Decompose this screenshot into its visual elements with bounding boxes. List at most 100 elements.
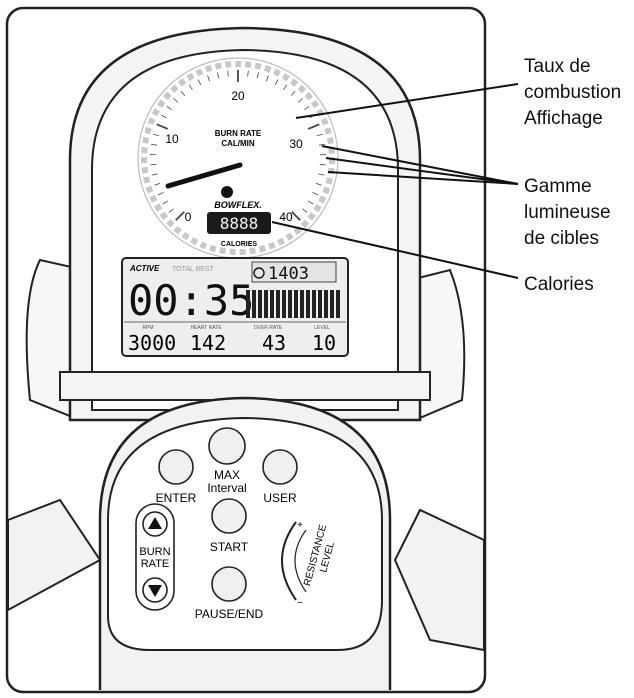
burn-rate-gauge: 0 10 20 30 40 BURN RATE CAL/MIN BOWFLEX.… (137, 57, 339, 259)
pause-end-label: PAUSE/END (195, 607, 264, 621)
lcd-footer-over-rate-label: OVER RATE (254, 325, 283, 331)
callout-range-line2: lumineuse (524, 202, 611, 223)
lcd-bar (312, 290, 316, 318)
gauge-tick (154, 182, 161, 186)
gauge-label-burn-rate: BURN RATE (215, 129, 262, 138)
lcd-bar (330, 290, 334, 318)
gauge-tick-marks (150, 70, 326, 221)
lcd-bar (258, 290, 262, 318)
gauge-tick (304, 105, 310, 111)
lcd-bar (318, 290, 322, 318)
callout-burn-rate-display: Taux de combustion Affichage (524, 54, 621, 132)
leader-target-range-3 (327, 171, 519, 185)
bowflex-logo-icon (221, 186, 233, 198)
lcd-footer-rpm-label: RPM (142, 325, 153, 331)
up-arrow-icon (148, 517, 162, 529)
gauge-tick (274, 79, 279, 86)
lcd-bar (324, 290, 328, 318)
max-interval-button[interactable] (208, 427, 246, 465)
lcd-bar (336, 290, 340, 318)
resistance-arc-inner (294, 529, 307, 593)
lcd-footer-heart-rate-label: HEART RATE (190, 325, 222, 331)
user-label: USER (263, 491, 297, 505)
max-interval-label-line1: MAX (214, 468, 240, 482)
lcd-active-logo: ACTIVE (129, 264, 160, 273)
gauge-tick (290, 90, 296, 96)
calorie-label: CALORIES (221, 241, 258, 248)
gauge-tick (175, 211, 185, 221)
resistance-arc (281, 521, 297, 601)
lcd-level-value: 10 (312, 331, 336, 355)
lcd-bar (246, 290, 250, 318)
gauge-tick (161, 114, 167, 119)
lcd-time-readout: 00:35 (128, 276, 254, 325)
lcd-small-readout-frame (251, 261, 337, 283)
gauge-tick (307, 200, 314, 205)
lcd-bar (264, 290, 268, 318)
gauge-tick (227, 70, 229, 77)
start-label: START (210, 540, 249, 554)
console-brace (59, 371, 431, 401)
resistance-minus-sign: − (297, 598, 303, 609)
gauge-tick (166, 105, 172, 111)
callout-range-line1: Gamme (524, 176, 592, 197)
resistance-plus-sign: + (297, 520, 303, 531)
callout-burn-line3: Affichage (524, 108, 603, 129)
gauge-tick (151, 143, 158, 146)
gauge-tick (256, 72, 259, 79)
gauge-tick (302, 208, 308, 213)
gauge-tick (162, 200, 169, 205)
callout-target-range: Gamme lumineuse de cibles (524, 174, 611, 252)
lcd-bar (300, 290, 304, 318)
callout-calories: Calories (524, 272, 594, 298)
machine-right-arm (393, 508, 485, 652)
gauge-tick (318, 173, 325, 176)
gauge-tick (307, 123, 320, 130)
clock-icon (253, 267, 265, 279)
gauge-tick (283, 84, 288, 91)
gauge-tick (168, 208, 174, 213)
enter-button[interactable] (158, 449, 194, 485)
enter-label: ENTER (156, 491, 197, 505)
lcd-header-text: TOTAL BEST (172, 266, 215, 273)
gauge-tick (315, 182, 322, 186)
gauge-tick (318, 143, 325, 146)
callout-burn-line1: Taux de (524, 56, 591, 77)
leader-target-range-2 (325, 157, 519, 185)
gauge-tick (173, 97, 179, 103)
gauge-needle (165, 162, 243, 189)
user-button[interactable] (262, 449, 298, 485)
gauge-tick (180, 90, 186, 96)
lcd-bar-graph (246, 290, 340, 318)
burn-rate-label-line1: BURN (139, 546, 170, 558)
lcd-panel: ACTIVE TOTAL BEST 00:35 1403 RPM HEART R… (121, 257, 349, 357)
gauge-tick (151, 173, 158, 176)
calorie-digits: 8888 (220, 214, 259, 233)
gauge-tick (297, 97, 303, 103)
gauge-label-cal-min: CAL/MIN (221, 139, 255, 148)
gauge-tick (266, 75, 269, 82)
gauge-tick (197, 79, 202, 86)
lcd-footer-level-label: LEVEL (314, 325, 330, 331)
lcd-bar (282, 290, 286, 318)
lcd-rpm-value: 3000 (128, 331, 176, 355)
calorie-display-frame (207, 212, 271, 234)
lcd-bar (288, 290, 292, 318)
leader-target-range-1 (321, 145, 519, 185)
gauge-tick (247, 70, 249, 77)
down-arrow-icon (148, 585, 162, 597)
burn-rate-label-line2: RATE (141, 558, 170, 570)
leader-burn-rate-display (295, 83, 519, 119)
gauge-tick (312, 191, 319, 196)
start-button[interactable] (211, 498, 247, 534)
lcd-bar (252, 290, 256, 318)
pause-end-button[interactable] (211, 566, 247, 602)
gauge-tick (291, 211, 301, 221)
leader-calories (271, 221, 519, 279)
lcd-bar (270, 290, 274, 318)
callout-burn-line2: combustion (524, 82, 622, 103)
gauge-tick-label-10: 10 (165, 132, 179, 146)
gauge-tick-label-0: 0 (185, 210, 192, 224)
gauge-tick-label-40: 40 (279, 210, 293, 224)
